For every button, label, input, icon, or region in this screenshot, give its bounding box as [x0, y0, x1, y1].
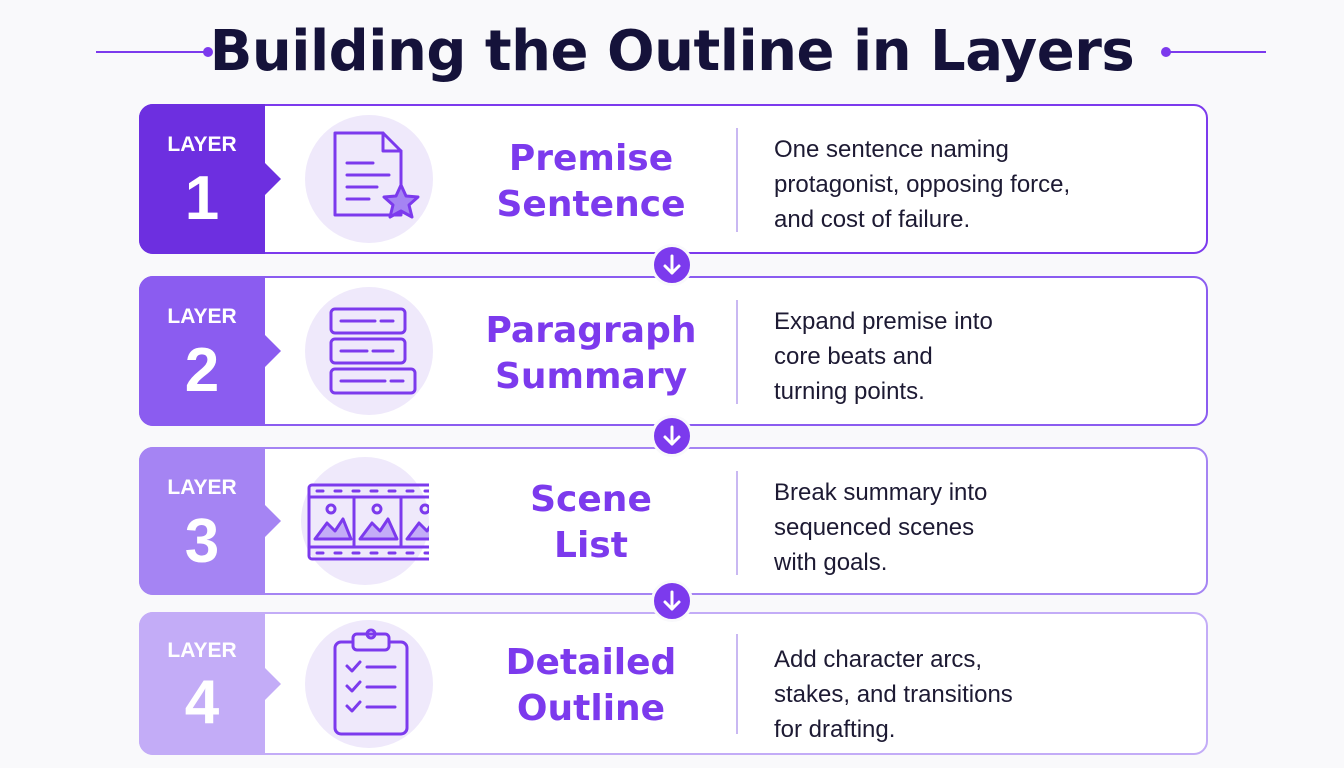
title-dot-left: [203, 47, 213, 57]
layer-label: LAYER: [167, 476, 237, 499]
layer-description: Add character arcs, stakes, and transiti…: [774, 646, 1013, 743]
card-divider: [736, 471, 738, 575]
layer-title: Scene List: [530, 479, 652, 566]
layer-card-4: LAYER 4 Detailed Outline Add character a…: [139, 612, 1208, 755]
clipboard-checklist-icon: [305, 620, 433, 748]
layer-card-1: LAYER 1 Premise Sentence One sentence na…: [139, 104, 1208, 254]
stacked-paragraphs-icon: [305, 287, 433, 415]
layer-description: Break summary into sequenced scenes with…: [774, 479, 988, 576]
page-title: Building the Outline in Layers: [209, 19, 1135, 84]
header: Building the Outline in Layers: [0, 14, 1344, 92]
title-line-right: [1166, 51, 1266, 53]
arrow-down-icon: [651, 244, 693, 286]
layer-label: LAYER: [167, 133, 237, 156]
layer-label: LAYER: [167, 305, 237, 328]
arrow-down-icon: [651, 415, 693, 457]
layer-title: Detailed Outline: [505, 642, 677, 729]
card-divider: [736, 128, 738, 232]
arrow-down-icon: [651, 580, 693, 622]
layer-number: 2: [184, 336, 220, 405]
layer-title: Paragraph Summary: [485, 310, 697, 397]
document-star-icon: [305, 115, 433, 243]
layer-tab-2: LAYER 2: [139, 276, 281, 426]
layer-tab-4: LAYER 4: [139, 612, 281, 755]
layer-tab-3: LAYER 3: [139, 447, 281, 595]
layer-card-2: LAYER 2 Paragraph Summary Expand premise…: [139, 276, 1208, 426]
layer-number: 3: [184, 507, 220, 576]
film-strip-icon: [301, 457, 429, 585]
card-divider: [736, 300, 738, 404]
layer-description: One sentence naming protagonist, opposin…: [774, 136, 1071, 233]
layer-card-3: LAYER 3 Scene List Break summary into se…: [139, 447, 1208, 595]
card-divider: [736, 634, 738, 734]
title-line-left: [96, 51, 208, 53]
layer-label: LAYER: [167, 639, 237, 662]
layer-description: Expand premise into core beats and turni…: [774, 308, 993, 405]
layer-title: Premise Sentence: [496, 138, 686, 225]
layer-number: 1: [184, 164, 220, 233]
layer-tab-1: LAYER 1: [139, 104, 281, 254]
layer-number: 4: [184, 668, 220, 737]
